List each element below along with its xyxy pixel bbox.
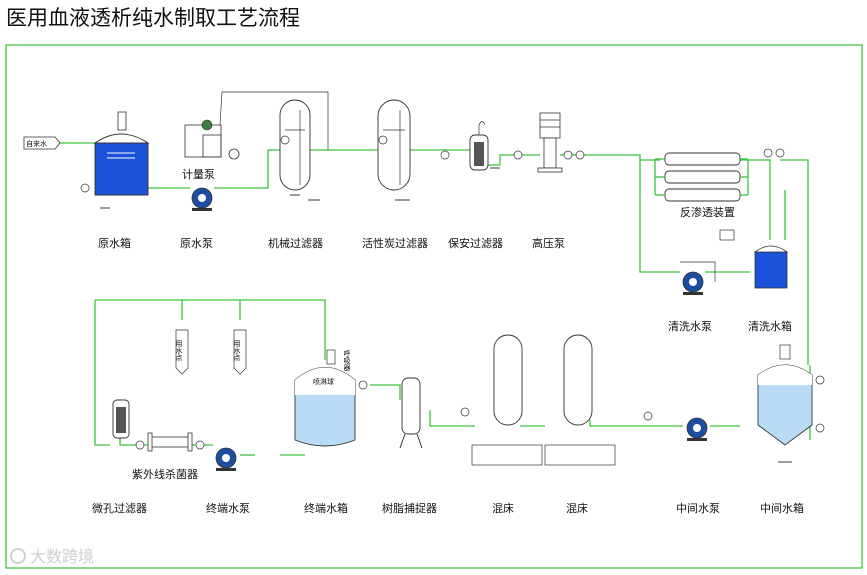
label-micro-filter: 微孔过滤器 — [92, 501, 147, 515]
label-mixed-bed-2: 混床 — [566, 501, 588, 515]
label-end-pump: 终端水泵 — [206, 501, 250, 515]
label-resin-trap: 树脂捕捉器 — [382, 501, 437, 515]
label-cleaning-pump: 清洗水泵 — [668, 320, 712, 333]
mixed-bed-2 — [544, 334, 616, 466]
label-uv: 紫外线杀菌器 — [132, 467, 198, 481]
middle-water-tank — [757, 344, 813, 463]
label-metering-pump: 计量泵 — [182, 168, 215, 181]
instrument-gauges — [80, 135, 825, 450]
label-mech-filter: 机械过滤器 — [268, 236, 323, 250]
cleaning-pump — [680, 261, 716, 295]
label-hp-pump: 高压泵 — [532, 236, 565, 250]
security-filter — [469, 121, 500, 171]
end-pump — [215, 447, 237, 471]
raw-water-tank — [93, 111, 150, 209]
high-pressure-pump — [537, 112, 563, 173]
label-raw-tank: 原水箱 — [98, 236, 131, 250]
uv-sterilizer — [147, 432, 193, 452]
diagram-title: 医用血液透析纯水制取工艺流程 — [6, 6, 300, 30]
svg-text:喷淋球: 喷淋球 — [313, 377, 334, 386]
resin-trap — [399, 377, 423, 449]
raw-water-pump — [191, 187, 213, 211]
svg-text:大数跨境: 大数跨境 — [30, 547, 94, 566]
label-ro: 反渗透装置 — [680, 205, 735, 219]
svg-text:用水点: 用水点 — [233, 340, 241, 362]
use-point-1: 用水点 — [175, 329, 189, 375]
label-cleaning-tank: 清洗水箱 — [748, 319, 792, 333]
pipe-network — [5, 44, 863, 569]
svg-text:用水点: 用水点 — [175, 340, 183, 362]
svg-text:呼吸器: 呼吸器 — [343, 349, 351, 372]
use-point-2: 用水点 — [233, 329, 247, 375]
inlet-tag: 自来水 — [23, 136, 61, 150]
label-carbon-filter: 活性炭过滤器 — [362, 236, 428, 250]
label-mid-pump: 中间水泵 — [676, 502, 720, 515]
middle-pump — [686, 417, 708, 441]
reverse-osmosis-unit — [654, 152, 749, 241]
watermark: 大数跨境 — [10, 547, 94, 566]
label-mid-tank: 中间水箱 — [760, 501, 804, 515]
cleaning-tank — [753, 245, 789, 289]
metering-pump-assembly — [184, 91, 329, 160]
end-water-tank: 喷淋球 呼吸器 — [294, 349, 356, 447]
mechanical-filter — [279, 99, 320, 201]
microporous-filter — [112, 399, 130, 439]
label-security-filter: 保安过滤器 — [448, 236, 503, 250]
mixed-bed-1 — [471, 334, 543, 466]
label-raw-pump: 原水泵 — [180, 237, 213, 250]
label-mixed-bed-1: 混床 — [492, 501, 514, 515]
carbon-filter — [377, 99, 411, 201]
label-end-tank: 终端水箱 — [304, 501, 348, 515]
svg-text:自来水: 自来水 — [26, 139, 47, 148]
